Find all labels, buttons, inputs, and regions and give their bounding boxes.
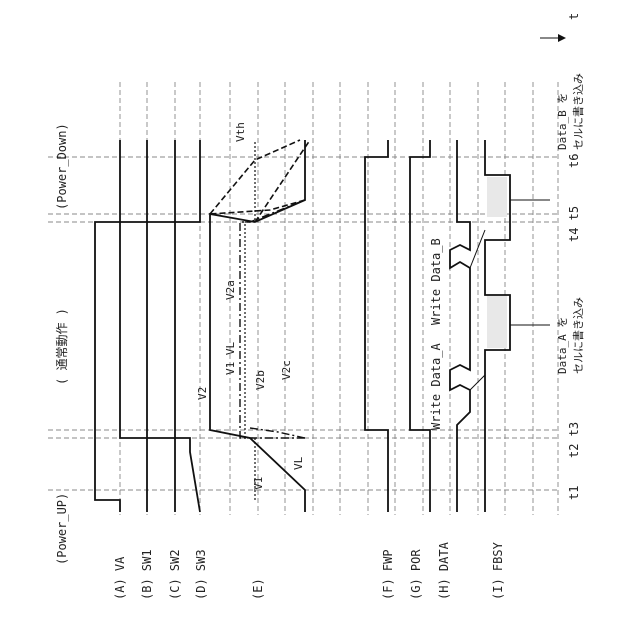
label-v2b: V2b xyxy=(254,370,267,390)
time-grid xyxy=(48,157,560,490)
label-v2: V2 xyxy=(196,387,209,400)
label-sw1: (B) SW1 xyxy=(140,549,154,600)
time-t2t3: t2 t3 xyxy=(567,422,581,458)
wave-data xyxy=(450,140,470,512)
phase-normal: ( 通常動作 ) xyxy=(55,308,69,385)
wave-sw1 xyxy=(120,140,147,512)
fbsy-fill-a xyxy=(487,296,507,348)
wave-va xyxy=(95,140,120,512)
phase-power-down: (Power_Down) xyxy=(55,123,69,210)
label-v1: V1 xyxy=(252,477,265,490)
label-vth: Vth xyxy=(234,122,247,142)
wave-vl xyxy=(245,140,255,500)
data-labels: Write Data_A Write Data_B xyxy=(429,238,443,430)
annot-a-1: Data_A を xyxy=(556,317,569,374)
wave-sw2 xyxy=(147,140,175,512)
label-vl: VL xyxy=(292,456,305,470)
label-sw2: (C) SW2 xyxy=(168,549,182,600)
label-v2a: V2a xyxy=(224,280,237,300)
phase-labels: (Power_UP) ( 通常動作 ) (Power_Down) xyxy=(55,123,69,565)
annot-a-2: セルに書き込み xyxy=(571,297,585,374)
label-v1-vl: V1 VL xyxy=(224,342,237,375)
label-write-b: Write Data_B xyxy=(429,238,443,325)
time-arrow-head xyxy=(558,34,566,42)
arrows xyxy=(470,34,566,390)
fbsy-fill-b xyxy=(487,177,507,217)
time-t6: t6 xyxy=(567,154,581,168)
annot-b-1: Data_B を xyxy=(556,93,569,150)
time-axis-label: t xyxy=(567,13,581,20)
label-write-a: Write Data_A xyxy=(429,343,443,430)
label-va: (A) VA xyxy=(113,556,127,600)
wave-fwp xyxy=(365,140,388,512)
waveforms xyxy=(95,140,510,512)
time-t1: t1 xyxy=(567,486,581,500)
wave-sw3 xyxy=(175,140,200,512)
label-fwp: (F) FWP xyxy=(381,549,395,600)
annot-b-2: セルに書き込み xyxy=(571,73,585,150)
wave-v2b xyxy=(240,200,305,438)
label-por: (G) POR xyxy=(409,549,423,600)
label-data: (H) DATA xyxy=(437,541,451,600)
signal-labels: (A) VA (B) SW1 (C) SW2 (D) SW3 (E) (F) F… xyxy=(113,541,505,600)
wave-por xyxy=(410,140,430,512)
label-fbsy: (I) FBSY xyxy=(491,541,505,600)
label-e: (E) xyxy=(251,578,265,600)
time-t4t5: t4 t5 xyxy=(567,206,581,242)
label-v2c: V2c xyxy=(280,360,293,380)
phase-power-up: (Power_UP) xyxy=(55,493,69,565)
label-sw3: (D) SW3 xyxy=(194,549,208,600)
